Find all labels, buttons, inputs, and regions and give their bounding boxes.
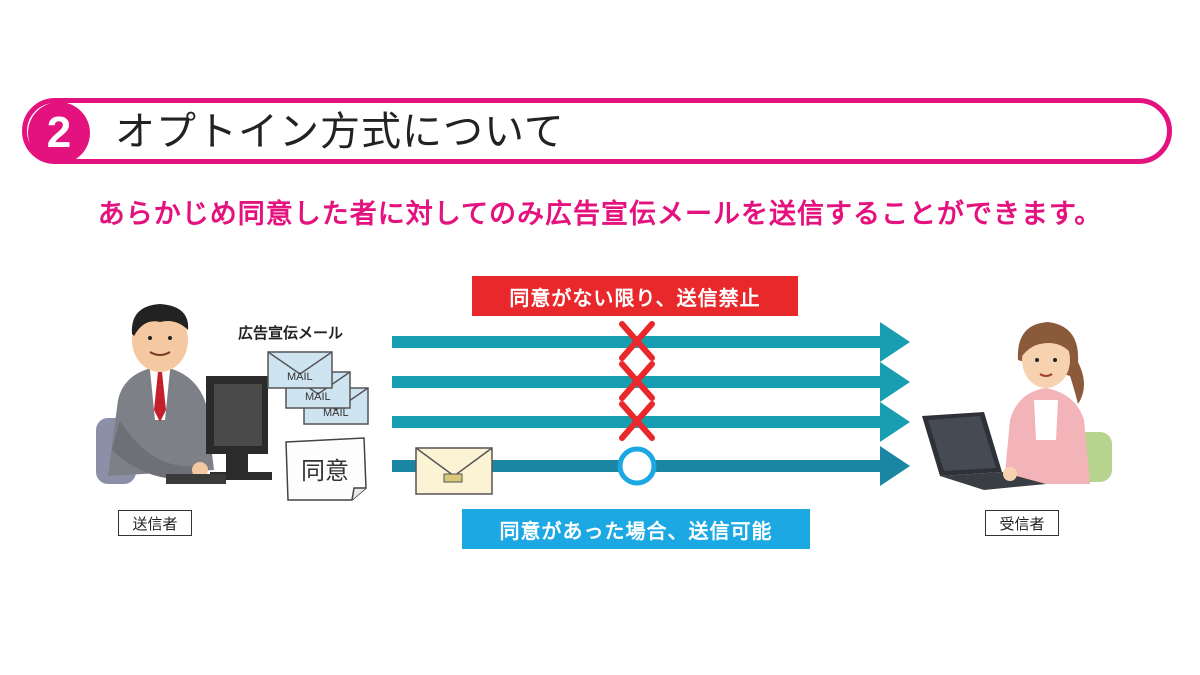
receiver-illustration (922, 322, 1112, 490)
sender-illustration (96, 304, 272, 484)
envelope-mail-text: MAIL (323, 407, 349, 419)
ad-mail-label: 広告宣伝メール (238, 324, 344, 342)
forbid-cross-icon (619, 361, 655, 401)
envelope-mail-text: MAIL (305, 391, 331, 403)
page-title: オプトイン方式について (115, 109, 565, 155)
envelope-icon (415, 447, 493, 495)
forbid-cross-icon (619, 401, 655, 441)
envelope-mail-text: MAIL (287, 371, 313, 383)
receiver-label: 受信者 (985, 510, 1059, 536)
allow-circle-icon (617, 446, 657, 486)
allowed-tag: 同意があった場合、送信可能 (462, 509, 810, 549)
mail-envelope-stack (267, 351, 369, 425)
sender-label: 送信者 (118, 510, 192, 536)
forbid-cross-icon (619, 321, 655, 361)
section-number-badge: 2 (28, 102, 90, 164)
consent-note-text: 同意 (301, 456, 349, 485)
subtitle: あらかじめ同意した者に対してのみ広告宣伝メールを送信することができます。 (97, 199, 1103, 230)
title-frame (22, 98, 1172, 164)
forbidden-tag: 同意がない限り、送信禁止 (472, 276, 798, 316)
